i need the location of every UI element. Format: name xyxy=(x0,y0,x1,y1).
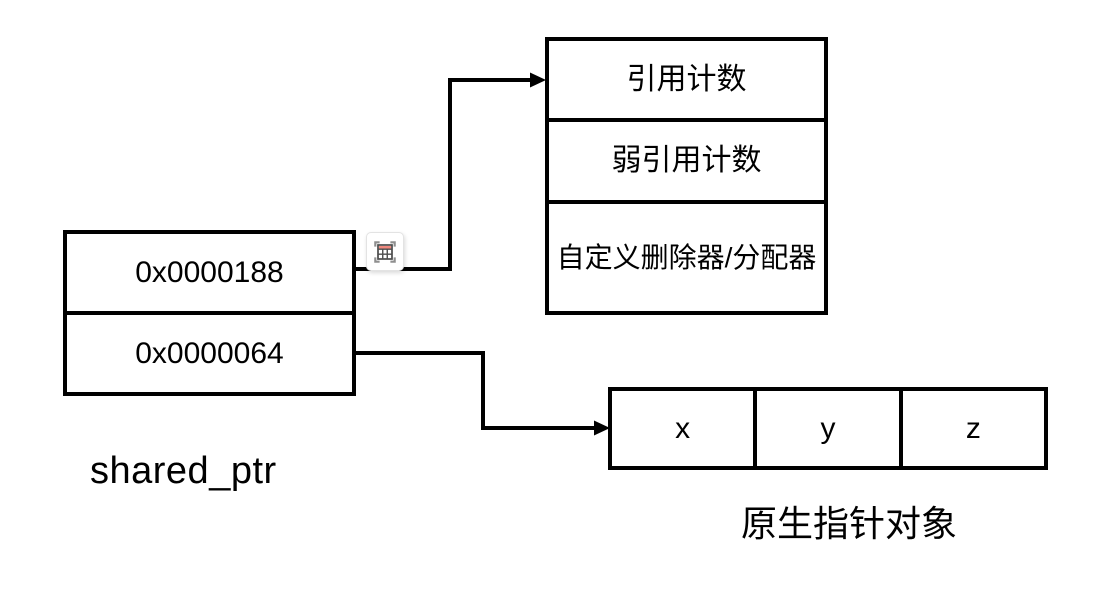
control-block-row-ref-count: 引用计数 xyxy=(549,41,824,118)
row-label: 弱引用计数 xyxy=(611,144,762,177)
address-value: 0x0000064 xyxy=(135,336,284,370)
member-label: y xyxy=(820,411,836,445)
table-extract-button[interactable] xyxy=(366,232,404,271)
raw-object-box: x y z xyxy=(608,387,1048,470)
row-label: 引用计数 xyxy=(626,62,747,96)
table-extract-icon xyxy=(374,240,396,263)
shared-ptr-box: 0x0000188 0x0000064 xyxy=(63,230,356,396)
arrow-to-raw-object xyxy=(356,351,610,436)
member-label: z xyxy=(965,411,981,445)
row-label: 自定义删除器/分配器 xyxy=(556,241,817,273)
control-block-box: 引用计数 弱引用计数 自定义删除器/分配器 xyxy=(545,37,828,315)
member-label: x xyxy=(675,411,691,445)
arrowhead-icon xyxy=(530,72,546,88)
shared-ptr-cell-control-block-address: 0x0000188 xyxy=(67,234,352,311)
control-block-row-weak-ref-count: 弱引用计数 xyxy=(549,118,824,200)
table-header-accent xyxy=(378,245,392,249)
raw-object-cell-x: x xyxy=(612,391,753,466)
raw-object-cell-y: y xyxy=(753,391,898,466)
raw-object-cell-z: z xyxy=(898,391,1044,466)
shared-ptr-cell-object-address: 0x0000064 xyxy=(67,311,352,392)
control-block-row-deleter-allocator: 自定义删除器/分配器 xyxy=(549,200,824,311)
address-value: 0x0000188 xyxy=(135,255,284,289)
raw-object-label: 原生指针对象 xyxy=(741,503,958,544)
shared-ptr-label: shared_ptr xyxy=(90,450,277,492)
